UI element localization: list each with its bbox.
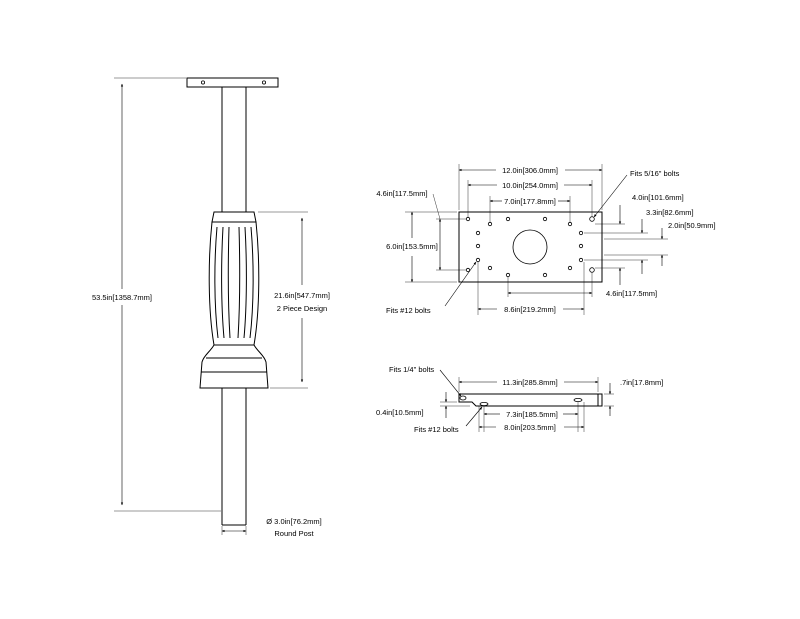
bolt-slot — [479, 401, 489, 406]
bolt-hole — [261, 80, 266, 85]
sleeve-flutes — [214, 226, 254, 339]
plate-width-label: 12.0in[306.0mm] — [502, 166, 558, 175]
side-dim-1: 7.3in[185.5mm] — [506, 410, 558, 419]
plate-width-3-label: 7.0in[177.8mm] — [504, 197, 556, 206]
side-bolt-callout-12: Fits #12 bolts — [414, 425, 459, 434]
center-hole — [512, 229, 548, 265]
plate-height-label: 6.0in[153.5mm] — [386, 242, 438, 251]
bolt-hole — [200, 80, 205, 85]
plate-width-2-label: 10.0in[254.0mm] — [502, 181, 558, 190]
plate-right-dim-1: 4.0in[101.6mm] — [632, 193, 684, 202]
plate-holes — [465, 216, 595, 278]
plate-top-view: 12.0in[306.0mm] 10.0in[254.0mm] 7.0in[17… — [376, 164, 716, 315]
post-diameter-note: Round Post — [274, 529, 314, 538]
bolt-slot — [573, 397, 583, 402]
post-diameter-label: Ø 3.0in[76.2mm] — [266, 517, 321, 526]
sleeve-base — [199, 344, 269, 389]
post-height-label: 53.5in[1358.7mm] — [92, 293, 152, 302]
mounting-plate — [458, 211, 603, 283]
plate-left-small-label: 4.6in[117.5mm] — [376, 189, 427, 198]
side-thickness-label: .7in[17.8mm] — [620, 378, 663, 387]
bolt-callout-12: Fits #12 bolts — [386, 306, 431, 315]
side-width-label: 11.3in[285.8mm] — [502, 378, 557, 387]
post-top-plate — [186, 77, 279, 88]
plate-bottom-dim-2: 8.6in[219.2mm] — [504, 305, 556, 314]
plate-side-profile — [458, 393, 603, 407]
bolt-callout-5-16: Fits 5/16" bolts — [630, 169, 680, 178]
bolt-slot — [459, 395, 467, 401]
plate-right-dim-3: 2.0in[50.9mm] — [668, 221, 716, 230]
plate-right-dim-2: 3.3in[82.6mm] — [646, 208, 694, 217]
sleeve-height-label: 21.6in[547.7mm] — [274, 291, 330, 300]
plate-bottom-dim-1: 4.6in[117.5mm] — [606, 289, 657, 298]
post-elevation: 53.5in[1358.7mm] 21.6in[547.7mm] 2 Piece… — [92, 77, 330, 538]
sleeve-collar — [211, 211, 257, 223]
bolt-callout-1-4: Fits 1/4" bolts — [389, 365, 434, 374]
side-offset-label: 0.4in[10.5mm] — [376, 408, 424, 417]
side-dim-2: 8.0in[203.5mm] — [504, 423, 556, 432]
plate-side-view: Fits 1/4" bolts 11.3in[285.8mm] .7in[17.… — [376, 365, 663, 434]
sleeve-design-note: 2 Piece Design — [277, 304, 327, 313]
